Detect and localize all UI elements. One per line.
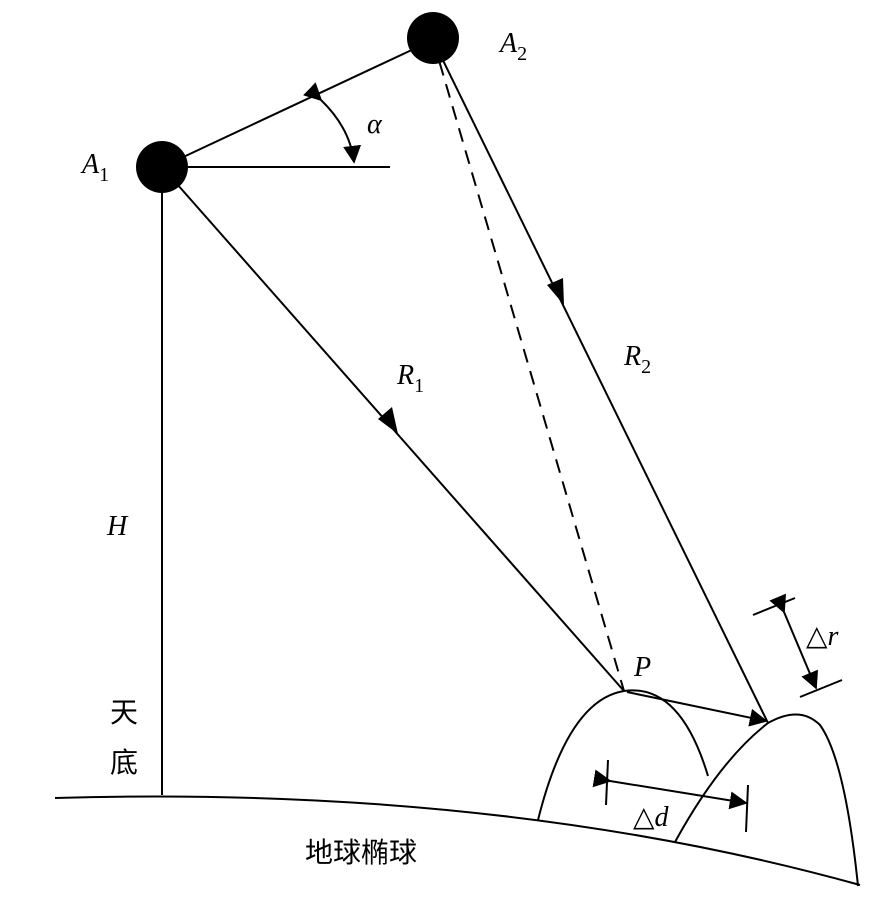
baseline-line <box>161 39 434 168</box>
p-displacement-arrow <box>626 691 768 727</box>
delta-d-dimension-arrow <box>592 769 748 810</box>
r2-label: R2 <box>623 341 651 378</box>
delta-r-tick-top <box>752 597 796 616</box>
ellipsoid-surface-curve <box>54 795 861 886</box>
r2-direction-arrow <box>547 278 564 305</box>
a2-to-p-dashed-line <box>432 39 625 692</box>
alpha-label: α <box>367 109 383 140</box>
r2-slant-range-line <box>432 39 769 724</box>
nadir-label-line1: 天 <box>110 696 138 729</box>
delta-r-label: △r <box>806 621 839 652</box>
r1-label: R1 <box>396 360 424 397</box>
delta-d-tick-right <box>745 784 749 833</box>
alpha-angle-arc <box>303 82 362 164</box>
terrain-hill-left <box>537 689 709 821</box>
satellite-a2-dot <box>407 12 459 64</box>
satellite-a1-dot <box>136 141 188 193</box>
delta-d-label: △d <box>633 802 670 833</box>
delta-r-dimension-arrow <box>769 593 819 690</box>
point-p-label: P <box>633 652 651 683</box>
delta-r-tick-bottom <box>799 679 843 698</box>
satellite-a1-label: A1 <box>80 149 109 186</box>
height-label: H <box>106 511 129 542</box>
satellite-a2-label: A2 <box>498 28 527 65</box>
r1-direction-arrow <box>378 407 398 434</box>
ellipsoid-label: 地球椭球 <box>305 836 417 869</box>
delta-d-tick-left <box>605 759 609 806</box>
nadir-label-line2: 底 <box>110 746 138 779</box>
